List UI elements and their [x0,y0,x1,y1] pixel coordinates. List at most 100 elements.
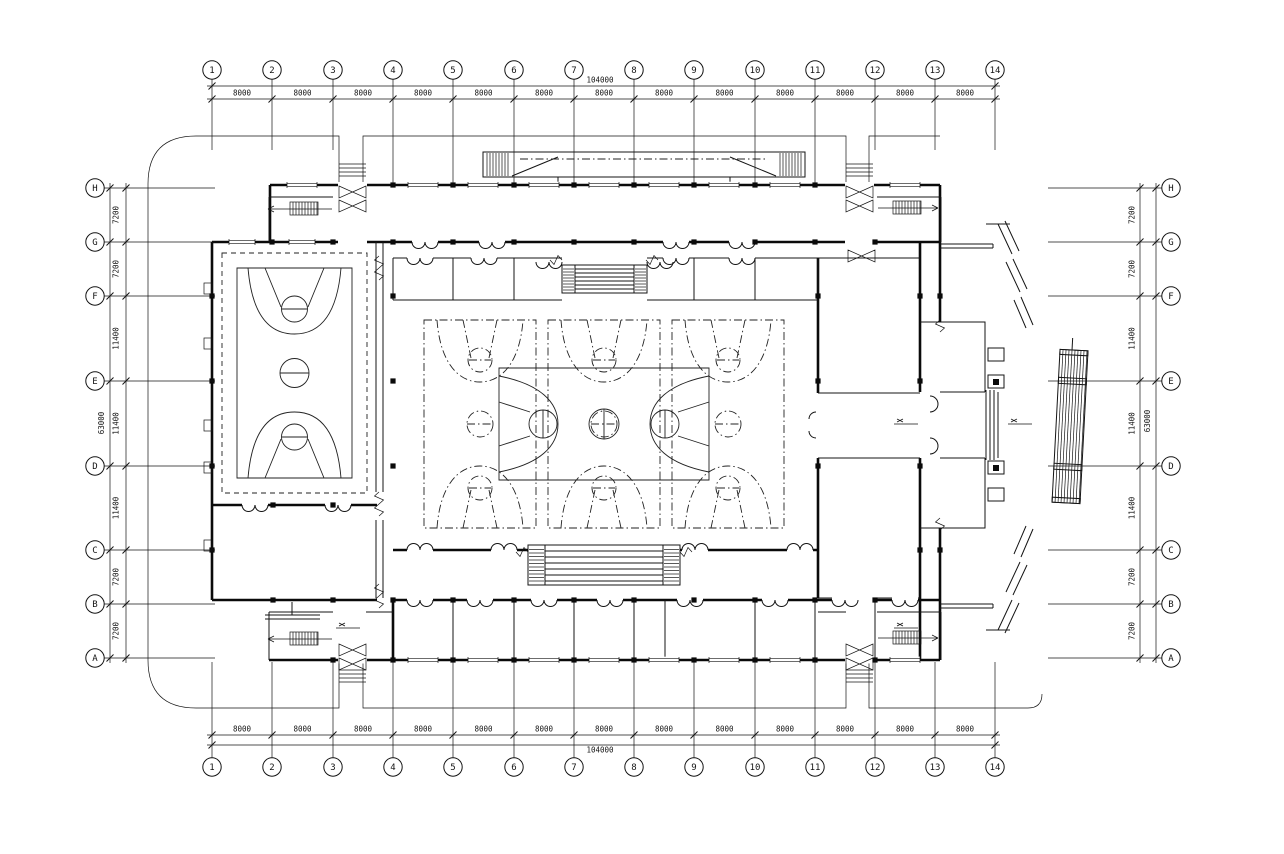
practice-court [671,319,785,529]
practice-court [547,319,661,529]
grid-bubble-bottom [985,757,1005,777]
grid-bubble-left [85,286,105,306]
grid-bubble-right [1161,178,1181,198]
segment-dimension-left: 7200 [112,621,121,640]
gym-basketball-court [236,267,353,479]
dimension-tick [122,462,130,470]
column [872,657,878,663]
grid-bubble-label: 14 [990,763,1001,773]
grid-bubble-label: 13 [930,763,941,773]
column [937,293,943,299]
grid-bubble-label: 8 [631,763,636,773]
grid-bubble-left [85,594,105,614]
grid-bubble-top [624,60,644,80]
east-piers [987,347,1005,502]
bay-dimension-bottom: 8000 [233,725,252,734]
grid-bubble-label: A [92,654,98,664]
dimension-tick [122,184,130,192]
bay-dimension-top: 8000 [655,89,674,98]
grid-bubble-bottom [323,757,343,777]
column [815,463,821,469]
dimension-tick [1136,654,1144,662]
linework [590,410,618,438]
segment-dimension-left: 7200 [112,259,121,278]
grid-bubble-bottom [865,757,885,777]
grid-bubble-label: 8 [631,66,636,76]
bay-dimension-bottom: 8000 [293,725,312,734]
break-symbol [679,546,693,558]
level-marker [894,418,918,425]
pier-core [993,465,999,471]
bay-dimension-top: 8000 [233,89,252,98]
grid-bubble-right [1161,648,1181,668]
break-symbol [373,503,385,517]
bay-dimension-top: 8000 [776,89,795,98]
column [330,502,336,508]
column [450,597,456,603]
grid-bubble-label: C [1168,546,1173,556]
gym-east-wall [375,242,384,598]
door-swing [662,241,690,250]
grid-bubble-top [323,60,343,80]
grid-bubble-label: 1 [209,66,214,76]
window-opening [408,181,438,189]
grid-bubble-bottom [624,757,644,777]
bay-dimension-top: 8000 [354,89,373,98]
dimension-tick [690,731,698,739]
east-platforms [940,243,994,609]
window-opening [468,181,498,189]
site-boundary-path [147,135,1043,709]
wall-opening [845,182,874,189]
grid-bubble-right [1161,232,1181,252]
ramp-band [1051,496,1081,505]
linework [1066,350,1076,503]
column [450,239,456,245]
door-swing [786,542,814,551]
segment-dimension-left: 11400 [112,412,121,435]
door-swing [241,504,269,513]
door-swing [535,261,563,270]
grid-bubble-top [805,60,825,80]
column [450,657,456,663]
practice-court [423,319,537,529]
column [815,293,821,299]
grid-bubble-bottom [684,757,704,777]
dimension-tick [751,731,759,739]
bay-dimension-top: 8000 [535,89,554,98]
column [450,182,456,188]
total-dimension-top: 104000 [586,76,614,85]
column [691,182,697,188]
column [917,463,923,469]
column [390,463,396,469]
dimension-tick [389,95,397,103]
hatch-lines [292,632,318,645]
dimension-tick [931,731,939,739]
window-opening [529,181,559,189]
break-symbol [373,583,385,597]
column [917,378,923,384]
column [691,239,697,245]
hatch-lines [292,202,318,215]
grid-bubble-label: 1 [209,763,214,773]
wall-opening [338,182,367,189]
wall-opening [338,657,367,664]
pilaster [203,337,213,350]
grid-bubble-label: 2 [269,66,274,76]
grid-bubble-label: 9 [691,763,696,773]
segment-dimension-right: 11400 [1128,327,1137,350]
window-opening [589,656,619,664]
bay-dimension-bottom: 8000 [354,725,373,734]
south-rooms [452,600,876,660]
column [631,239,637,245]
grid-bubble-left [85,178,105,198]
column [571,597,577,603]
segment-dimension-right: 7200 [1128,205,1137,224]
dimension-tick [1152,184,1160,192]
dimension-tick [510,731,518,739]
southeast-canopy [986,525,1034,634]
grid-bubble-label: H [92,184,97,194]
grid-bubble-left [85,232,105,252]
column [752,182,758,188]
dimension-tick [389,731,397,739]
dimension-tick [208,731,216,739]
